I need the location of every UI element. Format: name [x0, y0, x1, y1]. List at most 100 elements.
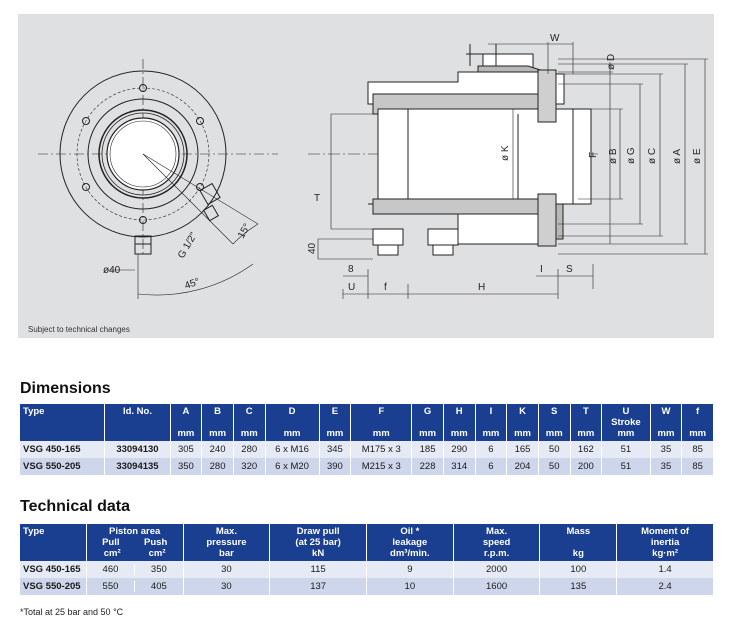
label-f: f — [384, 282, 387, 293]
table-cell: 460 350 — [86, 561, 184, 578]
table-cell: 33094130 — [104, 441, 171, 458]
label-45deg: 45° — [183, 276, 201, 292]
table-cell: 320 — [233, 458, 266, 475]
table-cell: 200 — [570, 458, 603, 475]
table-cell: 1600 — [453, 578, 541, 595]
table-cell: 6 — [475, 458, 508, 475]
th-mass: Mass kg — [539, 524, 618, 561]
table-cell: 228 — [411, 458, 444, 475]
table-cell: 162 — [570, 441, 603, 458]
table-cell: VSG 450-165 — [20, 441, 106, 458]
drawing-svg: ø40 G 1/2" 15° 45° — [38, 33, 708, 299]
label-H: H — [478, 282, 485, 293]
table-cell: 305 — [170, 441, 203, 458]
label-8: 8 — [348, 264, 354, 275]
label-B: ø B — [608, 148, 619, 164]
table-cell: 350 — [150, 564, 167, 575]
dim-header-cell: A mm — [170, 404, 203, 441]
table-cell: 135 — [539, 578, 618, 595]
table-cell: 550 — [87, 581, 136, 592]
label-K: ø K — [500, 145, 511, 161]
table-cell: 30 — [183, 561, 271, 578]
label-40: 40 — [307, 242, 318, 254]
front-view — [38, 59, 278, 299]
dim-header-cell: W mm — [650, 404, 683, 441]
table-cell: 204 — [506, 458, 539, 475]
table-cell: 290 — [443, 441, 476, 458]
table-cell: 280 — [233, 441, 266, 458]
dim-header-cell: T mm — [570, 404, 603, 441]
table-cell: 240 — [201, 441, 234, 458]
table-cell: 33094135 — [104, 458, 171, 475]
dim-header-cell: B mm — [201, 404, 234, 441]
table-cell: 50 — [538, 441, 571, 458]
table-cell: 390 — [319, 458, 352, 475]
table-cell: 1.4 — [616, 561, 714, 578]
table-cell: 51 — [601, 458, 651, 475]
table-cell: 165 — [506, 441, 539, 458]
dim-header-cell: Id. No. — [104, 404, 171, 441]
th-pressure: Max. pressure bar — [183, 524, 271, 561]
dim-header-cell: S mm — [538, 404, 571, 441]
table-cell: 30 — [183, 578, 271, 595]
label-I: I — [540, 264, 543, 275]
table-cell: 350 — [170, 458, 203, 475]
dim-header-cell: D mm — [265, 404, 320, 441]
dim-header-cell: K mm — [506, 404, 539, 441]
th-moment: Moment of inertia kg·m² — [616, 524, 714, 561]
table-cell: M175 x 3 — [350, 441, 413, 458]
dim-header-cell: E mm — [319, 404, 352, 441]
label-T: T — [314, 193, 320, 204]
dimensions-title: Dimensions — [20, 380, 111, 397]
table-cell: 35 — [650, 458, 683, 475]
dim-header-cell: F mm — [350, 404, 413, 441]
table-cell: 6 — [475, 441, 508, 458]
label-g12: G 1/2" — [176, 230, 200, 260]
label-S: S — [566, 264, 573, 275]
label-C: ø C — [647, 148, 658, 164]
table-cell: VSG 450-165 — [20, 561, 87, 578]
label-D: ø D — [606, 54, 617, 70]
table-cell: 10 — [366, 578, 454, 595]
section-view — [308, 42, 708, 299]
th-oil: Oil * leakage dm³/min. — [366, 524, 454, 561]
table-cell: 85 — [681, 458, 714, 475]
label-G: ø G — [626, 147, 637, 164]
table-cell: 460 — [87, 564, 136, 575]
table-cell: 137 — [269, 578, 367, 595]
table-cell: 2000 — [453, 561, 541, 578]
th-draw: Draw pull (at 25 bar) kN — [269, 524, 367, 561]
drawing-note: Subject to technical changes — [28, 325, 130, 334]
table-cell: 9 — [366, 561, 454, 578]
label-E: ø E — [692, 148, 703, 164]
table-cell: VSG 550-205 — [20, 578, 87, 595]
table-cell: VSG 550-205 — [20, 458, 106, 475]
dim-header-cell: C mm — [233, 404, 266, 441]
table-cell: M215 x 3 — [350, 458, 413, 475]
table-cell: 35 — [650, 441, 683, 458]
table-cell: 6 x M20 — [265, 458, 320, 475]
label-15deg: 15° — [236, 222, 253, 241]
label-U: U — [348, 282, 355, 293]
label-F: F — [588, 152, 599, 158]
dim-header-cell: Type — [20, 404, 106, 441]
table-cell: 115 — [269, 561, 367, 578]
label-d40: ø40 — [103, 265, 121, 276]
table-cell: 51 — [601, 441, 651, 458]
dim-header-cell: G mm — [411, 404, 444, 441]
label-A: ø A — [672, 149, 683, 164]
table-cell: 2.4 — [616, 578, 714, 595]
table-cell: 50 — [538, 458, 571, 475]
table-cell: 6 x M16 — [265, 441, 320, 458]
technical-footnote: *Total at 25 bar and 50 °C — [20, 607, 124, 617]
table-cell: 280 — [201, 458, 234, 475]
